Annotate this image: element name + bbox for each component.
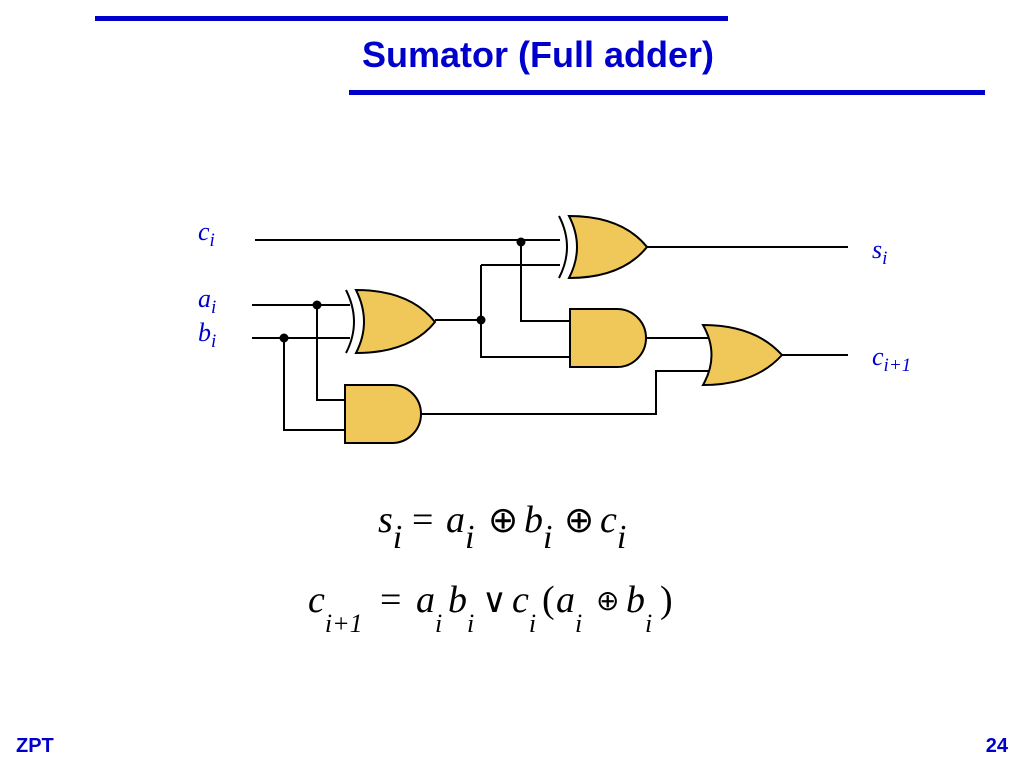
title-rule-top [95,16,728,21]
equation-carry: ci+1 = ai bi ∨ ci ( ai ⊕ bi ) [308,579,673,638]
wire-bi-to-and1 [283,338,345,431]
eq-sum-term-c: ci [600,499,626,556]
label-si: si [872,235,887,269]
xor-gate-1-back [345,289,355,354]
xor-gate-2 [558,214,649,280]
gates [344,214,784,444]
eq-carry-xor: ⊕ [596,586,619,617]
eq-carry-paren-open: ( [542,579,555,621]
page-number: 24 [985,735,1008,757]
junction-xor1 [476,315,486,325]
eq-carry-term-b2: bi [626,579,652,638]
or-gate [701,323,784,387]
wire-ai-to-and1 [316,305,345,401]
eq-sum-term-b: bi [524,499,552,556]
equation-sum: si = ai ⊕ bi ⊕ ci [378,499,626,556]
eq-sum-xor-2: ⊕ [564,500,594,540]
eq-carry-or: ∨ [482,583,507,620]
junction-ci [516,237,526,247]
label-ci1: ci+1 [872,342,911,376]
xor-gate-2-back [558,215,568,279]
slide-title: Sumator (Full adder) [362,34,715,75]
xor-gate-1-body [354,288,437,355]
eq-sum-xor-1: ⊕ [488,500,518,540]
full-adder-circuit: ci ai bi si ci+1 si = ai ⊕ bi ⊕ ci ci+1 … [198,214,911,638]
label-ai: ai [198,284,216,318]
xor-gate-1 [345,288,437,355]
junctions [279,237,526,343]
wires [252,239,848,431]
xor-gate-2-body [567,214,649,280]
wire-and1-out [420,370,710,415]
title-rule-bottom [349,90,985,95]
eq-carry-paren-close: ) [660,579,673,621]
junction-ai [312,300,322,310]
eq-sum-equals: = [412,499,433,541]
eq-carry-term-b: bi [448,579,474,638]
wire-ci-to-and2 [520,242,572,322]
and-gate-1 [344,384,422,444]
eq-carry-term-a: ai [416,579,442,638]
label-ci: ci [198,217,215,251]
and-gate-2 [569,308,647,368]
wire-xor1-to-and2 [480,265,572,358]
junction-bi [279,333,289,343]
eq-carry-lhs: ci+1 [308,579,363,638]
label-bi: bi [198,318,216,352]
eq-carry-term-a2: ai [556,579,582,638]
eq-carry-term-c: ci [512,579,536,638]
eq-sum-lhs: si [378,499,402,556]
eq-sum-term-a: ai [446,499,474,556]
footer-course-label: ZPT [16,735,54,757]
eq-carry-equals: = [380,579,401,621]
